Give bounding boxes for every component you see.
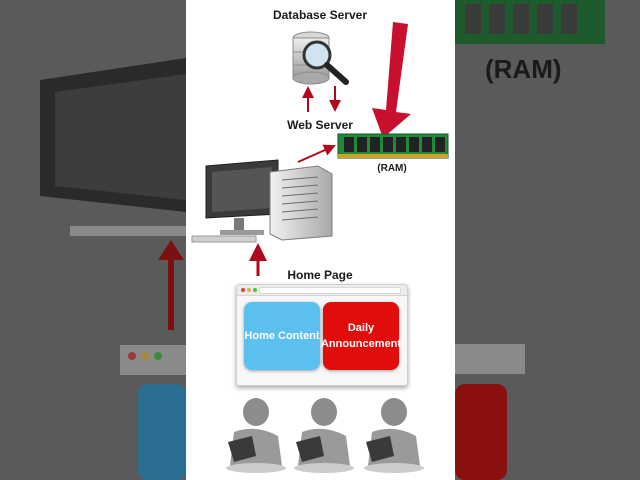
home-content-tile: Home Content bbox=[244, 302, 320, 370]
background-monitor-icon bbox=[40, 58, 186, 480]
background-right: (RAM) bbox=[455, 0, 640, 480]
database-magnifier-icon bbox=[292, 31, 349, 85]
background-ram-label: (RAM) bbox=[485, 54, 562, 84]
daily-announcement-tile: Daily Announcement bbox=[321, 302, 401, 370]
user-with-laptop-icon bbox=[294, 398, 354, 473]
diagram-graphics bbox=[191, 22, 449, 473]
database-server-label: Database Server bbox=[272, 8, 368, 22]
background-ram-icon bbox=[455, 0, 605, 480]
big-red-arrow-icon bbox=[372, 22, 411, 138]
browser-toolbar bbox=[237, 285, 407, 296]
home-page-browser-window: Home Content Daily Announcement bbox=[236, 284, 408, 386]
user-with-laptop-icon bbox=[226, 398, 286, 473]
home-page-label: Home Page bbox=[287, 268, 353, 282]
ram-label: (RAM) bbox=[377, 163, 407, 174]
desktop-computer-icon bbox=[191, 159, 333, 243]
background-left bbox=[0, 0, 186, 480]
browser-minimize-dot-icon bbox=[247, 288, 251, 292]
diagram-panel: Database Server Web Server (RAM) Home Pa… bbox=[186, 0, 455, 480]
ram-stick-icon bbox=[337, 133, 449, 159]
browser-close-dot-icon bbox=[241, 288, 245, 292]
arrow-server-to-ram bbox=[297, 144, 336, 163]
browser-address-bar bbox=[259, 287, 401, 294]
browser-maximize-dot-icon bbox=[253, 288, 257, 292]
user-with-laptop-icon bbox=[364, 398, 424, 473]
web-server-label: Web Server bbox=[287, 118, 353, 132]
